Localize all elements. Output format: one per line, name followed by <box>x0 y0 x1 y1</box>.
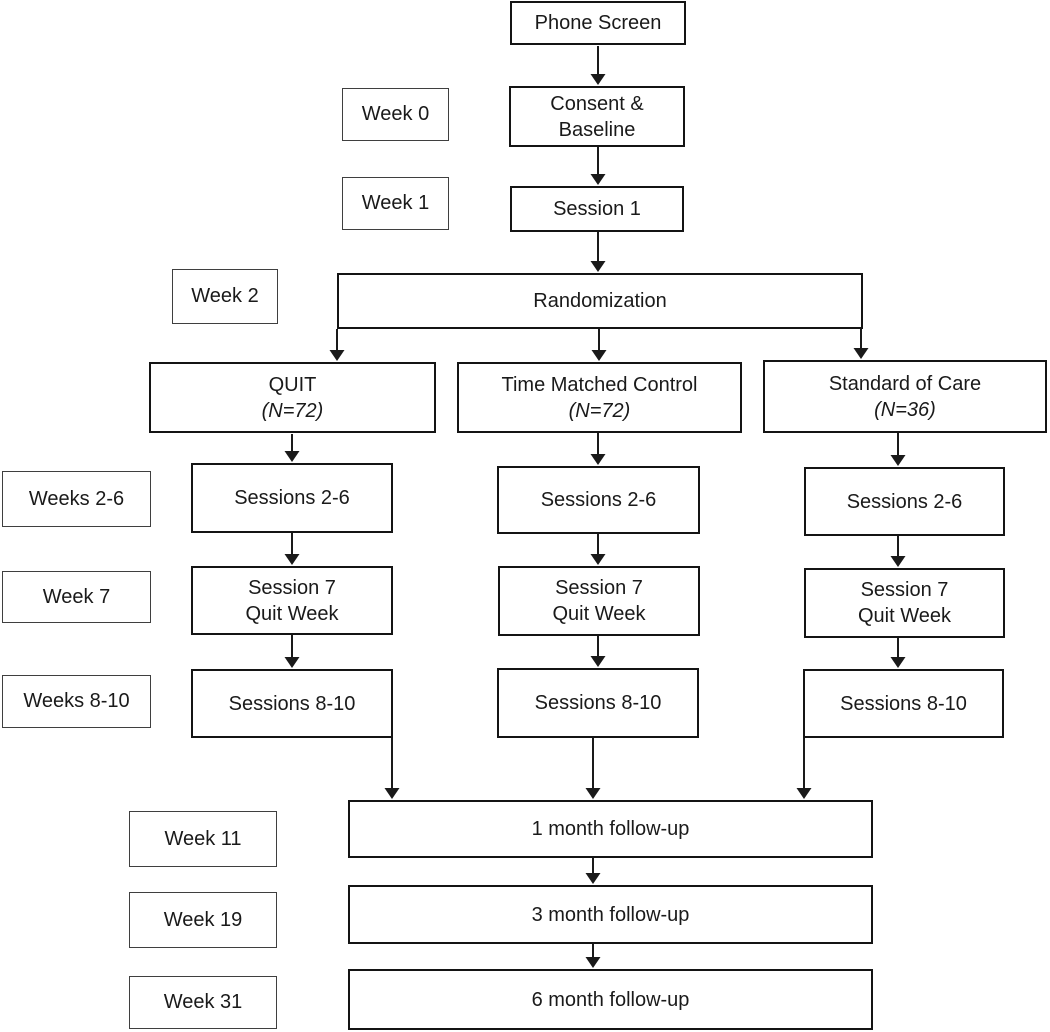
box-sessions-8-10-tmc: Sessions 8-10 <box>497 668 699 738</box>
flow-arrow <box>590 636 606 667</box>
box-session-1: Session 1 <box>510 186 684 232</box>
flow-arrow <box>590 433 606 465</box>
flow-arrow <box>590 147 606 185</box>
box-phone-screen: Phone Screen <box>510 1 686 45</box>
sessions-2-6-label: Sessions 2-6 <box>540 489 657 511</box>
label-week-2: Week 2 <box>172 269 278 324</box>
week-31-text: Week 31 <box>163 991 243 1013</box>
flow-arrow <box>329 329 345 361</box>
week-7-text: Week 7 <box>42 585 111 608</box>
box-sessions-8-10-quit: Sessions 8-10 <box>191 669 393 738</box>
box-randomization: Randomization <box>337 273 863 329</box>
weeks-8-10-text: Weeks 8-10 <box>23 690 130 712</box>
session-7-line2: Quit Week <box>552 603 646 625</box>
session-7-line1: Session 7 <box>860 579 949 601</box>
flow-arrow <box>585 858 601 884</box>
session-7-line1: Session 7 <box>555 577 643 599</box>
session-7-line2: Quit Week <box>858 605 951 627</box>
sessions-2-6-label: Sessions 2-6 <box>846 490 963 513</box>
flow-arrow <box>853 329 869 359</box>
sessions-8-10-label: Sessions 8-10 <box>840 692 967 715</box>
sessions-8-10-label: Sessions 8-10 <box>534 692 662 714</box>
box-followup-3-month: 3 month follow-up <box>348 885 873 944</box>
arm-soc-n: (N=36) <box>874 398 936 421</box>
box-sessions-2-6-quit: Sessions 2-6 <box>191 463 393 533</box>
box-arm-standard-of-care: Standard of Care (N=36) <box>763 360 1047 433</box>
label-weeks-8-10: Weeks 8-10 <box>2 675 151 728</box>
flow-arrow <box>284 533 300 565</box>
box-followup-6-month: 6 month follow-up <box>348 969 873 1030</box>
box-session-7-quit: Session 7 Quit Week <box>191 566 393 635</box>
flow-arrow <box>890 433 906 466</box>
sessions-2-6-label: Sessions 2-6 <box>234 487 350 509</box>
box-arm-time-matched-control: Time Matched Control (N=72) <box>457 362 742 433</box>
flow-arrow <box>796 738 812 799</box>
box-sessions-2-6-soc: Sessions 2-6 <box>804 467 1005 536</box>
consent-line1: Consent & <box>550 92 644 115</box>
flow-arrow <box>590 46 606 85</box>
label-week-7: Week 7 <box>2 571 151 623</box>
week-1-text: Week 1 <box>361 192 430 214</box>
week-0-text: Week 0 <box>361 103 430 125</box>
flow-arrow <box>585 944 601 968</box>
flow-arrow <box>890 638 906 668</box>
flow-arrow <box>284 635 300 668</box>
week-19-text: Week 19 <box>163 908 243 931</box>
followup-1-month-label: 1 month follow-up <box>531 818 690 840</box>
arm-quit-n: (N=72) <box>261 399 324 422</box>
box-arm-quit: QUIT (N=72) <box>149 362 436 433</box>
label-week-0: Week 0 <box>342 88 449 141</box>
arm-tmc-n: (N=72) <box>568 399 631 422</box>
label-weeks-2-6: Weeks 2-6 <box>2 471 151 527</box>
week-11-text: Week 11 <box>164 827 242 850</box>
box-session-7-tmc: Session 7 Quit Week <box>498 566 700 636</box>
arm-quit-name: QUIT <box>268 373 317 396</box>
flow-arrow <box>284 434 300 462</box>
flow-arrow <box>590 232 606 272</box>
flow-arrow <box>384 738 400 799</box>
flow-arrow <box>591 329 607 361</box>
session-7-line1: Session 7 <box>248 576 336 599</box>
label-week-1: Week 1 <box>342 177 449 230</box>
label-week-11: Week 11 <box>129 811 277 867</box>
arm-tmc-name: Time Matched Control <box>501 373 698 396</box>
box-session-7-soc: Session 7 Quit Week <box>804 568 1005 638</box>
session-7-line2: Quit Week <box>245 602 339 625</box>
label-week-31: Week 31 <box>129 976 277 1029</box>
label-week-19: Week 19 <box>129 892 277 948</box>
box-sessions-8-10-soc: Sessions 8-10 <box>803 669 1004 738</box>
box-sessions-2-6-tmc: Sessions 2-6 <box>497 466 700 534</box>
flow-arrow <box>585 738 601 799</box>
box-consent-baseline: Consent & Baseline <box>509 86 685 147</box>
session-1-label: Session 1 <box>553 198 641 220</box>
phone-screen-label: Phone Screen <box>534 12 662 34</box>
flow-arrow <box>590 534 606 565</box>
weeks-2-6-text: Weeks 2-6 <box>28 487 125 510</box>
arm-soc-name: Standard of Care <box>828 372 982 395</box>
followup-6-month-label: 6 month follow-up <box>531 988 690 1011</box>
followup-3-month-label: 3 month follow-up <box>531 903 690 926</box>
sessions-8-10-label: Sessions 8-10 <box>228 692 356 715</box>
randomization-label: Randomization <box>533 290 667 312</box>
flow-arrow <box>890 536 906 567</box>
consent-line2: Baseline <box>558 118 636 141</box>
week-2-text: Week 2 <box>191 285 259 307</box>
box-followup-1-month: 1 month follow-up <box>348 800 873 858</box>
